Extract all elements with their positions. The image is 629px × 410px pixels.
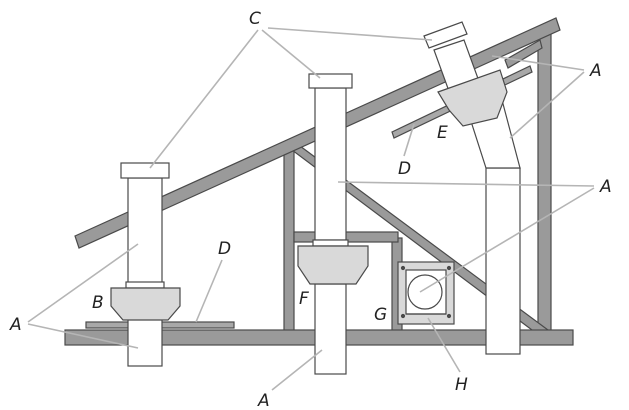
- left-support-fitting: [110, 287, 181, 321]
- thimble-bolt: [446, 265, 452, 271]
- right-pipe-vertical: [485, 167, 521, 355]
- label-c: C: [249, 9, 261, 29]
- label-h: H: [455, 375, 468, 395]
- left-stud: [283, 149, 295, 336]
- thimble-bolt: [400, 265, 406, 271]
- wall-thimble: [397, 261, 455, 325]
- label-a-bottom: A: [257, 391, 270, 410]
- thimble-bolt: [400, 313, 406, 319]
- middle-pipe-upper: [314, 87, 347, 241]
- label-a-top-right: A: [589, 61, 602, 81]
- label-b: B: [92, 293, 104, 313]
- right-chimney-stack: [423, 21, 521, 355]
- right-post: [537, 31, 552, 333]
- left-pipe-upper: [127, 177, 163, 285]
- middle-pipe-lower: [314, 283, 347, 375]
- label-d-left: D: [218, 239, 231, 259]
- label-a-left: A: [9, 315, 22, 335]
- middle-collar-ring: [312, 239, 349, 247]
- thimble-bolt: [446, 313, 452, 319]
- label-g: G: [374, 305, 387, 325]
- right-support-fitting: [437, 69, 508, 127]
- upper-brace: [504, 39, 543, 69]
- left-collar-ring: [125, 281, 165, 289]
- left-chimney-stack: [110, 162, 181, 367]
- middle-chimney-stack: [297, 73, 369, 375]
- thimble-opening: [407, 274, 443, 310]
- label-a-mid-right: A: [599, 177, 612, 197]
- left-pipe-lower: [127, 317, 163, 367]
- left-pipe-cap: [120, 162, 170, 179]
- leader-lines: [27, 27, 595, 391]
- callout-labels: C A E D A D B F G A H A: [9, 9, 612, 410]
- right-pipe-cap: [423, 21, 468, 49]
- middle-pipe-cap: [308, 73, 353, 89]
- label-f: F: [299, 289, 309, 309]
- middle-support-fitting: [297, 245, 369, 285]
- label-e: E: [437, 123, 448, 143]
- label-d-roof: D: [398, 159, 411, 179]
